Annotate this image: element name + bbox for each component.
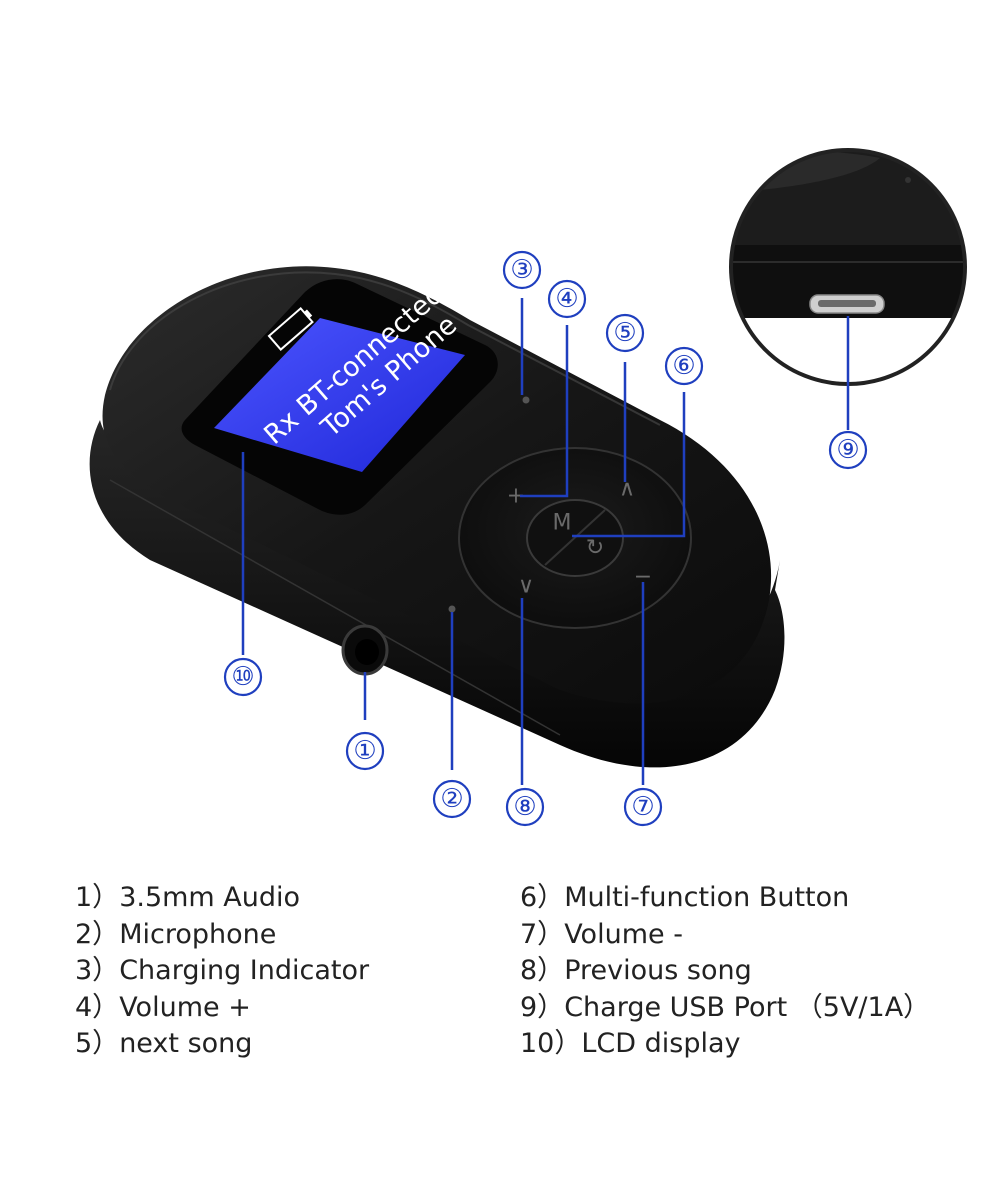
minus-glyph: − <box>634 565 652 590</box>
legend-left-column: 1）3.5mm Audio 2）Microphone 3）Charging In… <box>75 880 369 1063</box>
device-diagram: Rx BT-connected Tom's Phone M ↻ + ∧ − ∨ <box>89 148 967 827</box>
legend-item: 4）Volume + <box>75 991 251 1023</box>
legend-right-column: 6）Multi-function Button 7）Volume - 8）Pre… <box>520 880 930 1063</box>
callout-2: ② <box>432 779 472 819</box>
svg-text:⑥: ⑥ <box>672 351 695 381</box>
callout-8: ⑧ <box>505 787 545 827</box>
legend: 1）3.5mm Audio 2）Microphone 3）Charging In… <box>0 880 1001 1080</box>
svg-text:①: ① <box>353 736 376 766</box>
legend-item: 3）Charging Indicator <box>75 955 370 986</box>
svg-text:③: ③ <box>510 255 533 285</box>
callout-7: ⑦ <box>623 787 663 827</box>
callout-4: ④ <box>547 279 587 319</box>
legend-item: 1）3.5mm Audio <box>75 882 301 913</box>
plus-glyph: + <box>507 484 525 509</box>
legend-item: 9）Charge USB Port （5V/1A） <box>520 991 931 1023</box>
legend-item: 5）next song <box>75 1028 253 1059</box>
power-glyph: ↻ <box>586 536 604 561</box>
legend-item: 10）LCD display <box>520 1028 741 1059</box>
svg-text:⑧: ⑧ <box>513 792 536 822</box>
svg-text:②: ② <box>440 784 463 814</box>
callout-lines <box>241 298 850 785</box>
svg-text:⑤: ⑤ <box>613 318 636 348</box>
audio-jack <box>341 624 389 676</box>
legend-item: 7）Volume - <box>520 918 683 950</box>
next-glyph: ∧ <box>619 477 635 502</box>
callout-9: ⑨ <box>828 430 868 470</box>
svg-text:⑨: ⑨ <box>836 435 859 465</box>
svg-text:④: ④ <box>555 284 578 314</box>
callout-1: ① <box>345 731 385 771</box>
lcd-display: Rx BT-connected Tom's Phone <box>181 278 498 515</box>
svg-text:⑦: ⑦ <box>631 792 654 822</box>
prev-glyph: ∨ <box>518 574 534 599</box>
mode-glyph: M <box>553 511 572 536</box>
charging-indicator-dot <box>522 396 530 404</box>
callout-6: ⑥ <box>664 346 704 386</box>
legend-item: 8）Previous song <box>520 955 752 986</box>
microphone-hole <box>448 605 456 613</box>
callout-3: ③ <box>502 250 542 290</box>
svg-text:⑩: ⑩ <box>231 662 254 692</box>
callout-10: ⑩ <box>223 657 263 697</box>
usb-port-inset <box>729 148 967 386</box>
control-wheel[interactable]: M ↻ + ∧ − ∨ <box>458 447 692 629</box>
callout-5: ⑤ <box>605 313 645 353</box>
legend-item: 6）Multi-function Button <box>520 882 850 913</box>
legend-item: 2）Microphone <box>75 918 277 950</box>
